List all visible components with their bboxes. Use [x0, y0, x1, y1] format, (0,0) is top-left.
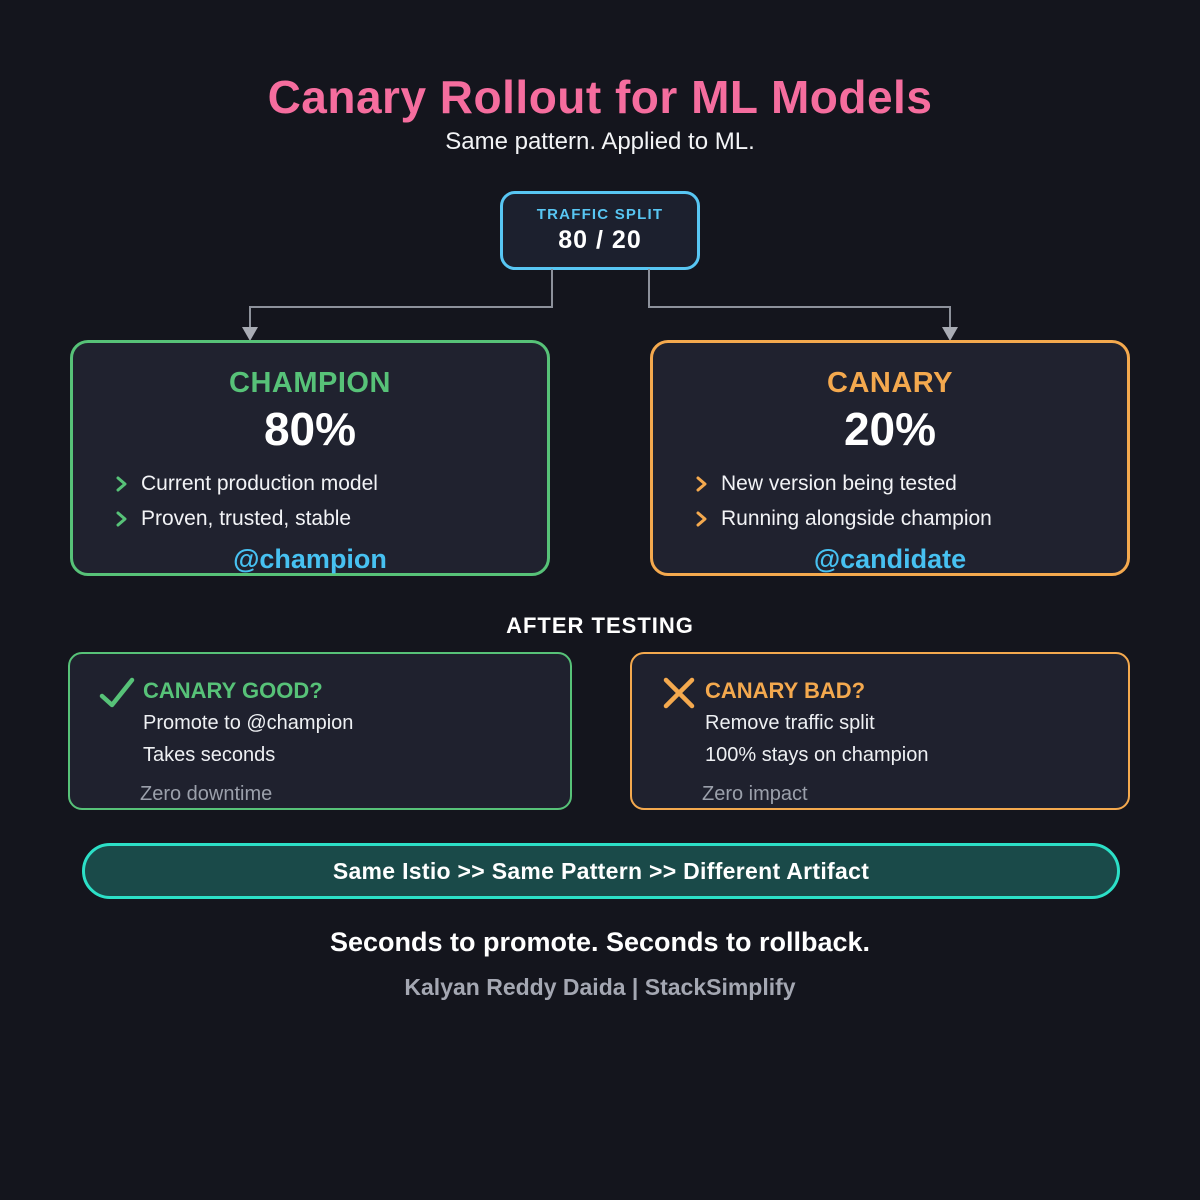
- summary-banner-text: Same Istio >> Same Pattern >> Different …: [332, 857, 870, 884]
- bullet-text: Proven, trusted, stable: [141, 506, 352, 530]
- canary-tag: @candidate: [813, 544, 967, 574]
- champion-card: CHAMPION 80% Current production model Pr…: [70, 340, 550, 576]
- canary-title: CANARY: [827, 367, 953, 399]
- result-note: Zero impact: [702, 783, 808, 805]
- traffic-split-label: TRAFFIC SPLIT: [536, 206, 664, 223]
- summary-banner: Same Istio >> Same Pattern >> Different …: [82, 843, 1120, 899]
- result-line: Takes seconds: [143, 744, 276, 766]
- page-title: Canary Rollout for ML Models: [267, 71, 933, 123]
- arrow-down-icon: [242, 327, 258, 341]
- list-item: Current production model: [73, 466, 547, 501]
- champion-tag: @champion: [233, 544, 387, 574]
- after-testing-heading: AFTER TESTING: [506, 613, 694, 638]
- arrow-down-icon: [942, 327, 958, 341]
- connector-left: [249, 269, 553, 328]
- chevron-right-icon: [116, 476, 127, 491]
- champion-bullet-list: Current production model Proven, trusted…: [73, 466, 547, 536]
- bullet-text: Current production model: [141, 471, 378, 495]
- bullet-text: New version being tested: [721, 471, 957, 495]
- list-item: Proven, trusted, stable: [73, 501, 547, 536]
- champion-title: CHAMPION: [229, 367, 391, 399]
- canary-good-card: CANARY GOOD? Promote to @champion Takes …: [68, 652, 572, 810]
- subtitle: Same pattern. Applied to ML.: [445, 128, 755, 155]
- result-note: Zero downtime: [140, 783, 273, 805]
- chevron-right-icon: [116, 511, 127, 526]
- footer-tagline: Seconds to promote. Seconds to rollback.: [329, 927, 871, 957]
- champion-percent: 80%: [263, 403, 357, 455]
- result-line: Promote to @champion: [143, 712, 354, 734]
- canary-bad-card: CANARY BAD? Remove traffic split 100% st…: [630, 652, 1130, 810]
- chevron-right-icon: [696, 476, 707, 491]
- traffic-split-node: TRAFFIC SPLIT 80 / 20: [500, 191, 700, 270]
- chevron-right-icon: [696, 511, 707, 526]
- result-line: 100% stays on champion: [705, 744, 929, 766]
- canary-bullet-list: New version being tested Running alongsi…: [653, 466, 1127, 536]
- canary-good-title: CANARY GOOD?: [143, 678, 323, 703]
- list-item: Running alongside champion: [653, 501, 1127, 536]
- result-line: Remove traffic split: [705, 712, 875, 734]
- connector-right: [648, 269, 951, 328]
- canary-card: CANARY 20% New version being tested Runn…: [650, 340, 1130, 576]
- connector-lines: [242, 269, 958, 341]
- x-icon: [663, 677, 695, 709]
- check-icon: [99, 677, 135, 708]
- canary-percent: 20%: [843, 403, 937, 455]
- bullet-text: Running alongside champion: [721, 506, 992, 530]
- footer-credit: Kalyan Reddy Daida | StackSimplify: [404, 974, 796, 1000]
- list-item: New version being tested: [653, 466, 1127, 501]
- traffic-split-value: 80 / 20: [558, 226, 642, 254]
- canary-bad-title: CANARY BAD?: [705, 678, 866, 703]
